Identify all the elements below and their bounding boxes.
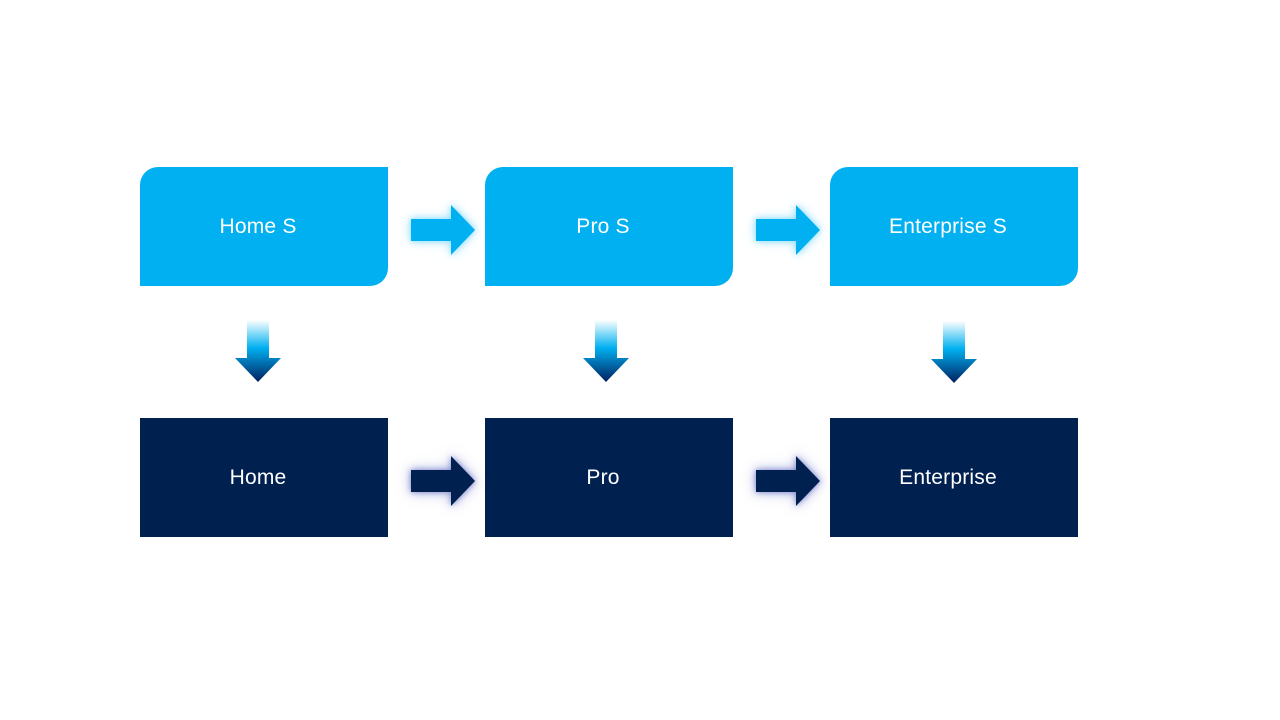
node-enterprise-s: Enterprise S xyxy=(830,167,1078,286)
node-home-s-label: Home S xyxy=(219,214,297,238)
node-pro-s-label: Pro S xyxy=(576,214,630,238)
down-arrow-icon xyxy=(931,321,977,383)
node-home-label: Home xyxy=(229,465,287,489)
right-arrow-icon xyxy=(411,205,475,255)
down-arrow-icon xyxy=(583,320,629,382)
node-enterprise-s-label: Enterprise S xyxy=(889,214,1007,238)
node-home-s: Home S xyxy=(140,167,388,286)
right-arrow-icon xyxy=(756,456,820,506)
node-home: Home xyxy=(140,418,388,537)
down-arrow-icon xyxy=(235,320,281,382)
right-arrow-icon xyxy=(411,456,475,506)
right-arrow-icon xyxy=(756,205,820,255)
node-pro-s: Pro S xyxy=(485,167,733,286)
node-enterprise-label: Enterprise xyxy=(899,465,997,489)
node-pro-label: Pro xyxy=(586,465,620,489)
node-enterprise: Enterprise xyxy=(830,418,1078,537)
node-pro: Pro xyxy=(485,418,733,537)
